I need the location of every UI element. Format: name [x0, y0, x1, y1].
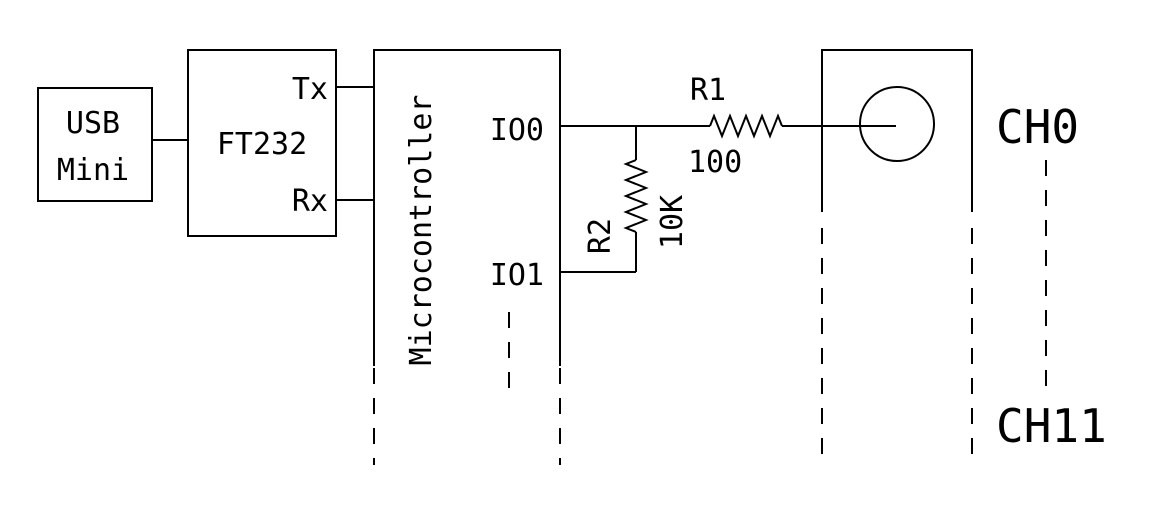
usb-label: USB — [66, 106, 120, 141]
ft232-box — [187, 49, 337, 237]
io0-label: IO0 — [490, 113, 544, 148]
r2-symbol — [623, 159, 649, 233]
usb-mini-box — [37, 87, 153, 202]
r2-resistor: R2 10K — [583, 126, 690, 272]
r2-value-label: 10K — [655, 195, 690, 249]
usb-mini-block: USB Mini — [37, 87, 153, 202]
ch0-label: CH0 — [996, 100, 1079, 154]
rx-label: Rx — [292, 184, 328, 219]
microcontroller-label: Microcontroller — [404, 95, 439, 366]
ft232-block: FT232 Tx Rx — [187, 49, 337, 237]
tx-label: Tx — [292, 72, 328, 107]
r1-ref-label: R1 — [690, 73, 726, 108]
r2-ref-label: R2 — [583, 218, 618, 254]
io1-label: IO1 — [490, 258, 544, 293]
microcontroller-block: Microcontroller IO0 IO1 — [373, 49, 561, 465]
r1-symbol — [709, 113, 783, 139]
ch11-label: CH11 — [996, 399, 1107, 453]
microcontroller-box — [373, 49, 561, 366]
r1-value-label: 100 — [688, 145, 742, 180]
ft232-label: FT232 — [217, 127, 307, 162]
r1-resistor: R1 100 — [688, 73, 783, 180]
channel-box — [821, 49, 973, 212]
touch-electrode-circle — [859, 86, 935, 162]
channel-block — [821, 49, 973, 465]
mini-label: Mini — [57, 153, 129, 188]
